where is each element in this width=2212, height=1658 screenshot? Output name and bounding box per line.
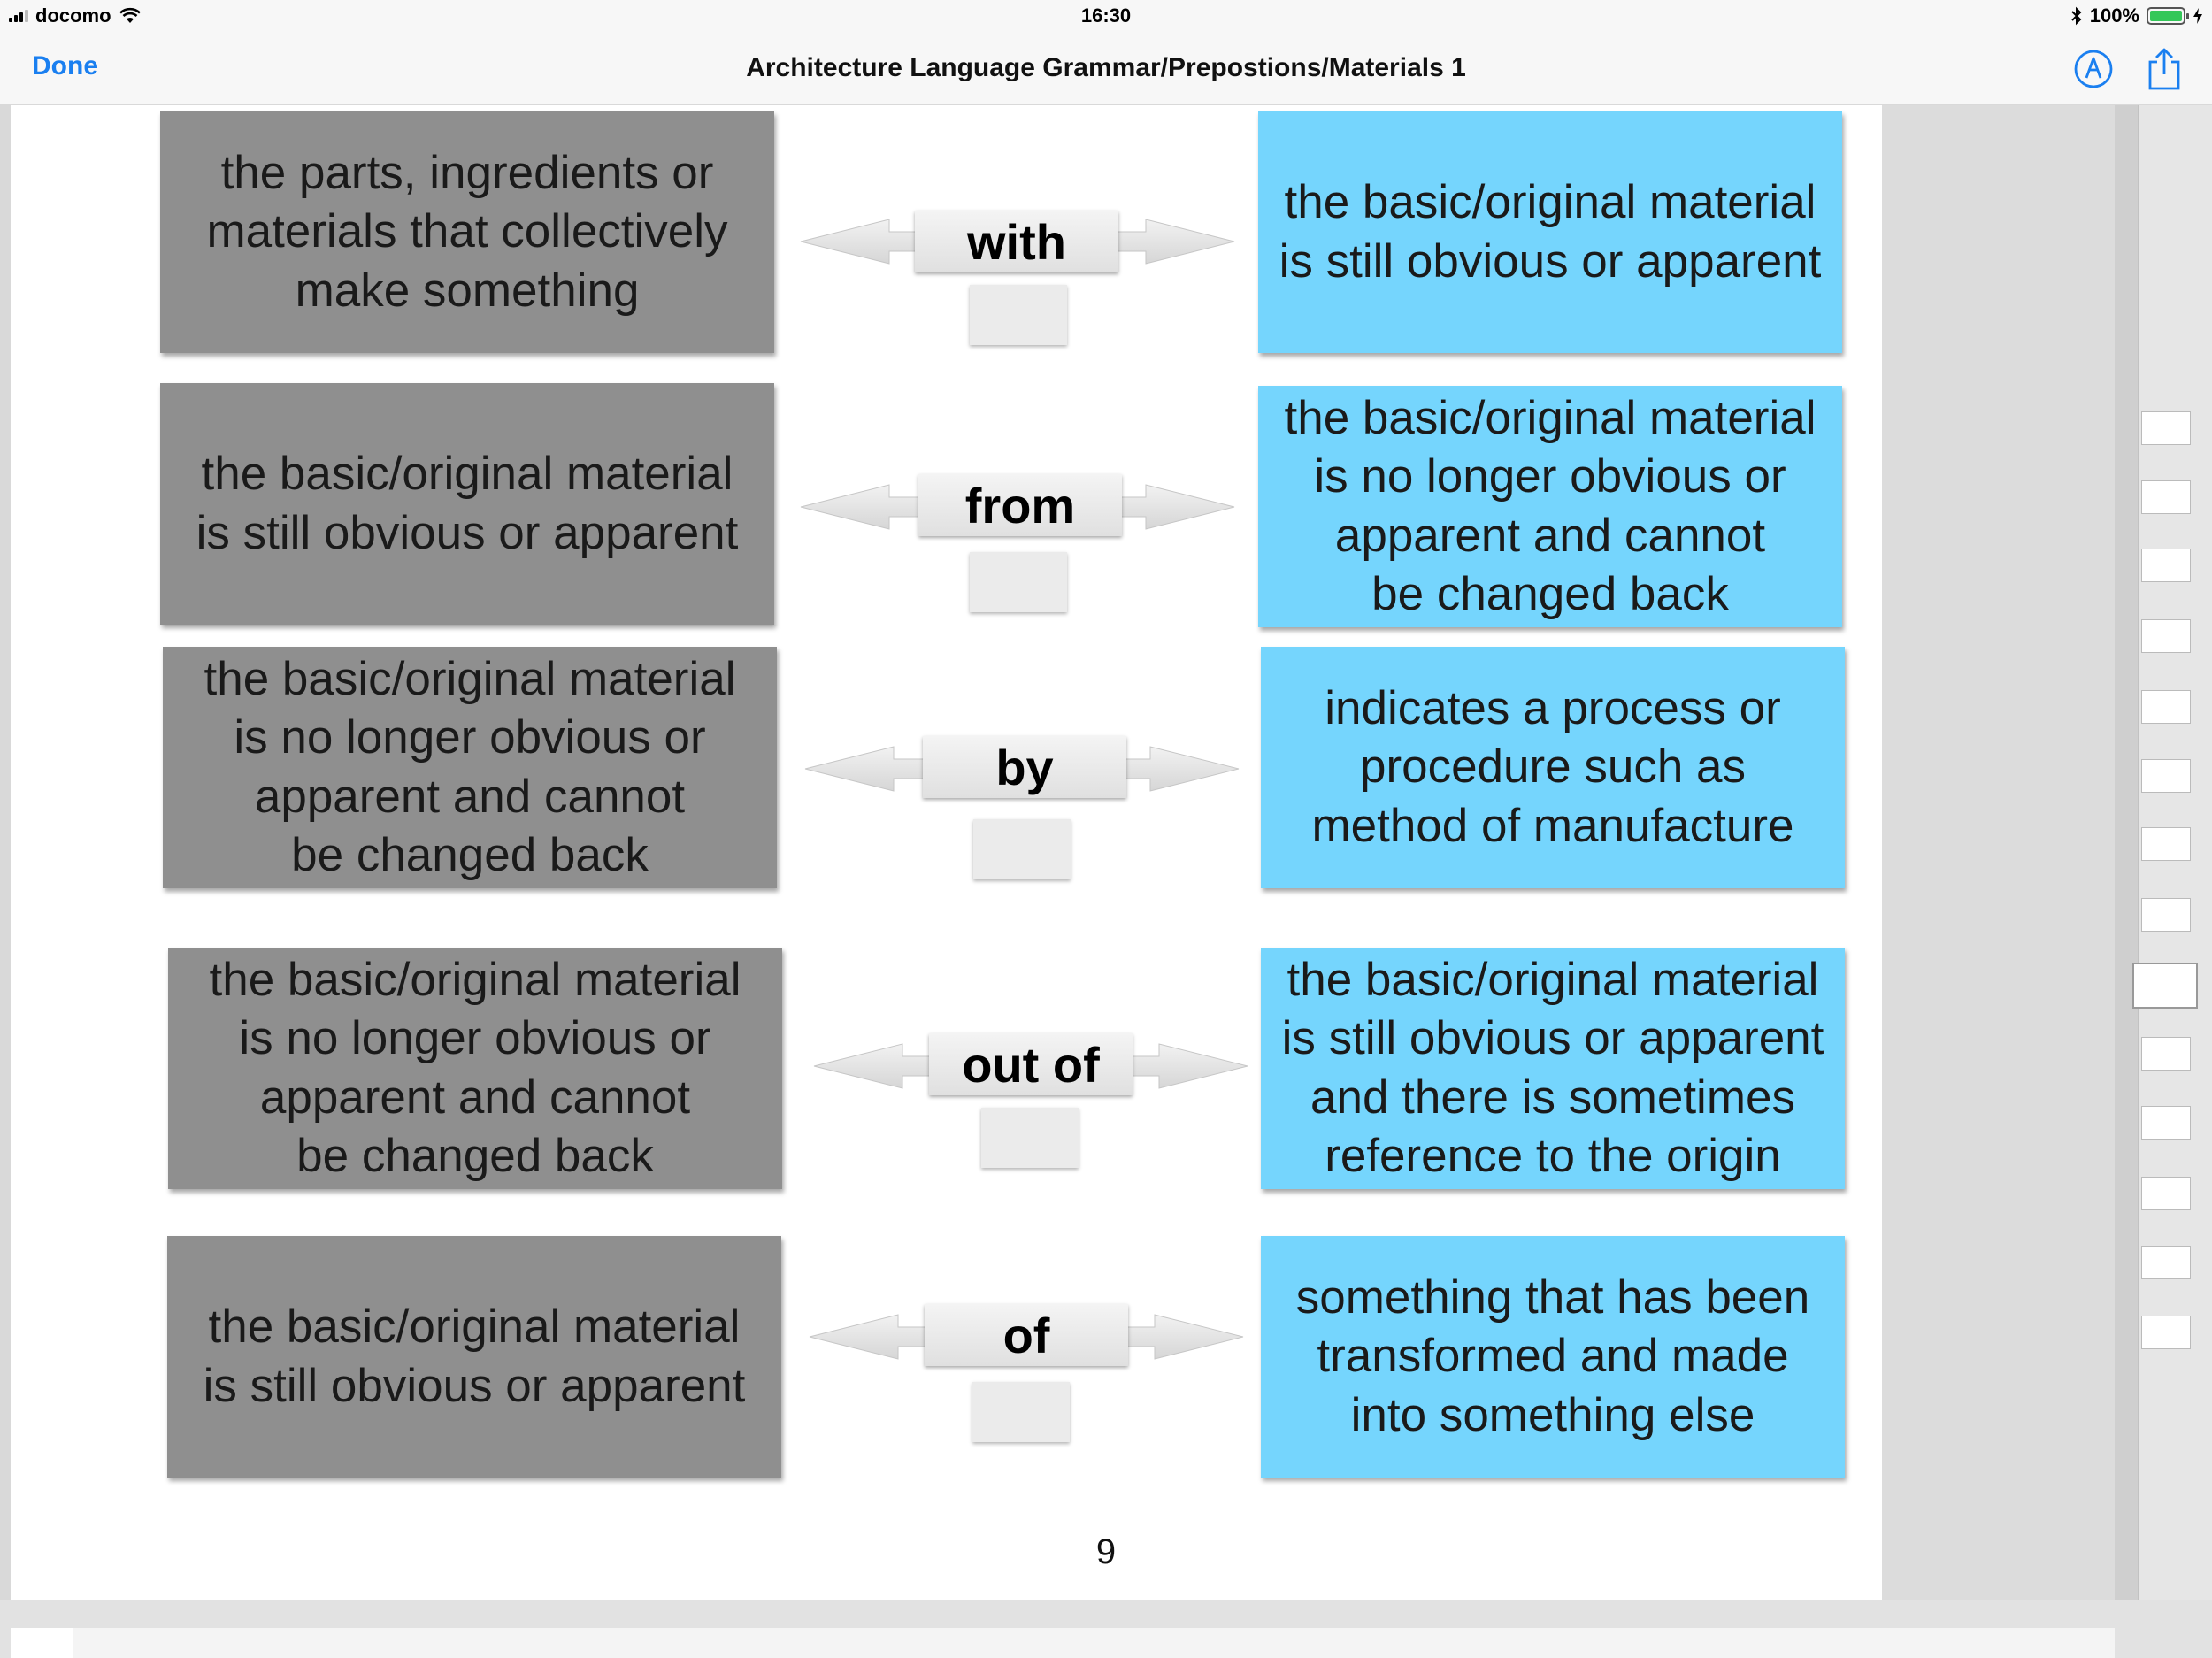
page-thumbnail[interactable] xyxy=(2141,549,2191,582)
page-thumbnail[interactable] xyxy=(2141,480,2191,514)
status-bar: docomo 16:30 100% xyxy=(0,0,2212,35)
definition-box-right: the basic/original material is still obv… xyxy=(1261,948,1845,1189)
preposition-label: by xyxy=(923,736,1126,798)
status-right: 100% xyxy=(2070,4,2203,27)
battery-level xyxy=(2150,11,2182,21)
definition-box-right: something that has been transformed and … xyxy=(1261,1236,1845,1478)
preposition-label: with xyxy=(915,211,1118,272)
preposition-label: out of xyxy=(929,1033,1133,1095)
answer-input-box[interactable] xyxy=(973,819,1071,879)
answer-input-box[interactable] xyxy=(972,1382,1070,1442)
page-thumbnail[interactable] xyxy=(2141,1177,2191,1210)
answer-input-box[interactable] xyxy=(970,552,1067,612)
carrier-label: docomo xyxy=(35,4,111,27)
page-thumbnail[interactable] xyxy=(2141,1246,2191,1279)
page-thumbnail[interactable] xyxy=(2141,827,2191,861)
signal-icon xyxy=(9,10,28,22)
definition-box-left: the basic/original material is no longer… xyxy=(163,647,777,888)
definition-box-right: indicates a process or procedure such as… xyxy=(1261,647,1845,888)
definition-box-left: the basic/original material is no longer… xyxy=(168,948,782,1189)
battery-percent: 100% xyxy=(2089,4,2139,27)
markup-icon[interactable] xyxy=(2069,44,2118,94)
definition-box-right: the basic/original material is no longer… xyxy=(1258,386,1842,627)
page-thumbnail[interactable] xyxy=(2141,690,2191,724)
page-thumbnail[interactable] xyxy=(2141,1316,2191,1349)
page-number: 9 xyxy=(1095,1532,1117,1571)
preposition-label: from xyxy=(918,474,1122,536)
page-thumbnail[interactable] xyxy=(2141,759,2191,793)
battery-icon xyxy=(2147,7,2189,25)
answer-input-box[interactable] xyxy=(981,1108,1079,1168)
charging-icon xyxy=(2193,8,2202,24)
definition-box-left: the basic/original material is still obv… xyxy=(167,1236,781,1478)
page-thumbnail-selected[interactable] xyxy=(2132,963,2198,1009)
definition-box-left: the parts, ingredients or materials that… xyxy=(160,111,774,353)
definition-box-left: the basic/original material is still obv… xyxy=(160,383,774,625)
page-margin xyxy=(1882,105,2115,1600)
scroll-track[interactable] xyxy=(2115,105,2138,1600)
next-page-content-edge xyxy=(73,1628,2115,1658)
preposition-label: of xyxy=(925,1304,1128,1366)
bluetooth-icon xyxy=(2071,6,2082,26)
clock: 16:30 xyxy=(1080,4,1132,27)
page-thumbnail[interactable] xyxy=(2141,898,2191,932)
page-thumbnail[interactable] xyxy=(2141,411,2191,445)
page-thumbnail[interactable] xyxy=(2141,619,2191,653)
status-left: docomo xyxy=(9,4,142,27)
share-icon[interactable] xyxy=(2139,44,2189,94)
wifi-icon xyxy=(119,7,141,23)
navigation-bar: Done Architecture Language Grammar/Prepo… xyxy=(0,35,2212,104)
document-title: Architecture Language Grammar/Prepostion… xyxy=(746,53,1466,82)
definition-box-right: the basic/original material is still obv… xyxy=(1258,111,1842,353)
answer-input-box[interactable] xyxy=(970,285,1067,345)
page-thumbnail[interactable] xyxy=(2141,1037,2191,1071)
done-button[interactable]: Done xyxy=(32,51,98,81)
page-thumbnail[interactable] xyxy=(2141,1106,2191,1140)
